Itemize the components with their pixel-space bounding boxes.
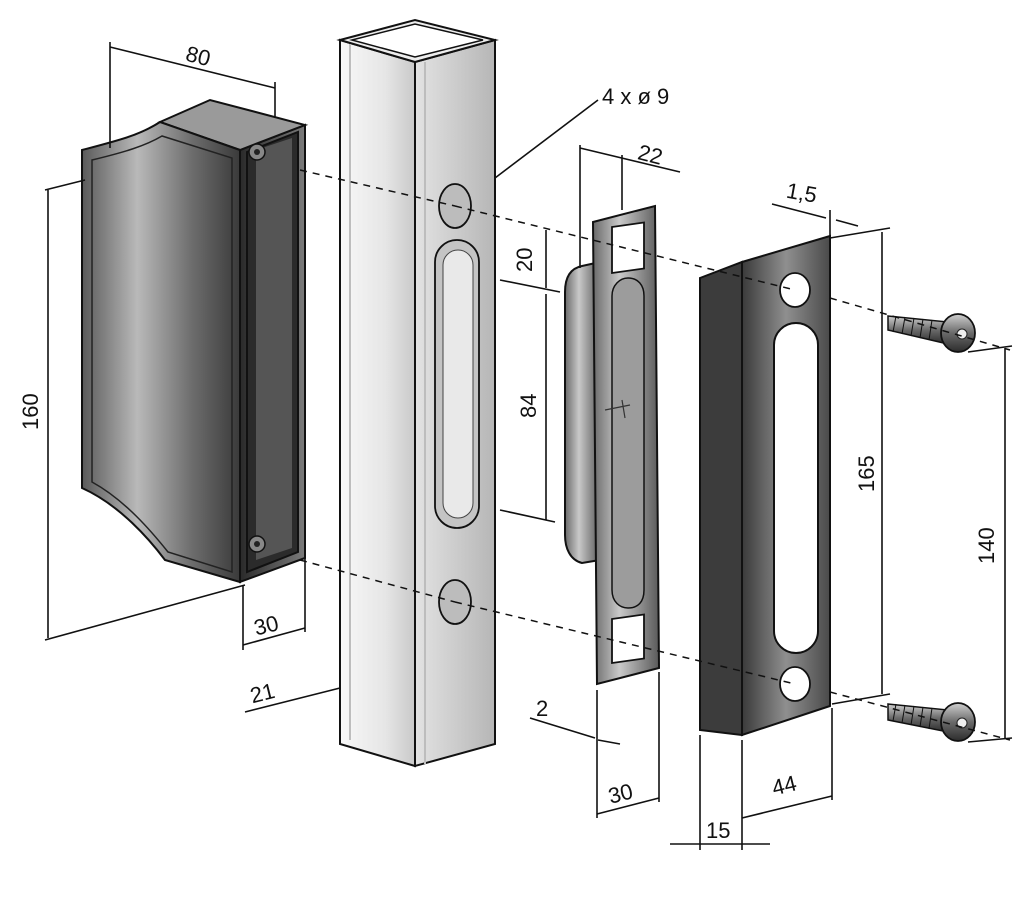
dim-plate-width: 44 [769,770,799,800]
dim-screw-spacing: 140 [974,527,999,564]
strike-plate [699,234,831,737]
dim-keeper-width: 30 [606,779,636,809]
dim-plate-flange: 15 [706,818,730,843]
dim-plate-height: 165 [854,455,879,492]
dim-handle-width: 80 [183,41,213,71]
dim-post-wall: 21 [248,678,278,708]
dim-keeper-depth: 22 [635,139,665,169]
dim-handle-depth: 30 [251,610,281,640]
screw-bottom [887,702,976,742]
latch-keeper [564,204,661,686]
dim-plate-thickness: 1,5 [784,178,818,208]
screw-top [887,313,976,353]
dimension-lines [44,42,1013,850]
dim-handle-height: 160 [18,393,43,430]
dim-holes: 4 x ø 9 [602,84,669,109]
handle-box [81,98,309,584]
dim-keeper-top-offset: 20 [512,248,537,272]
assembly-axes [299,169,1011,741]
dim-keeper-thickness: 2 [536,696,548,721]
dim-keeper-slot-length: 84 [516,394,541,418]
square-post [336,18,499,768]
